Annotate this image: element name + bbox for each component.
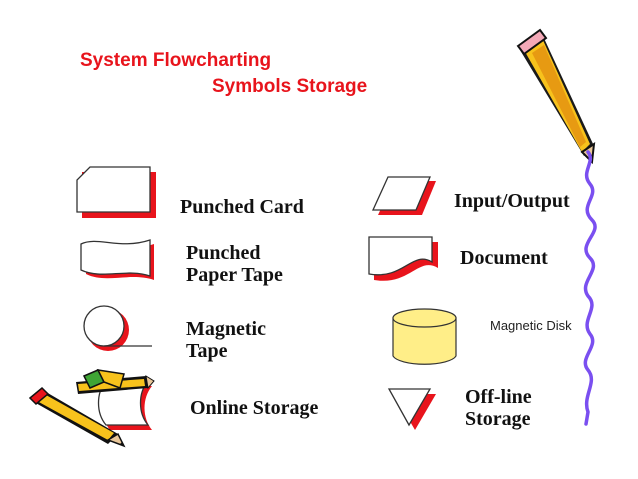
symbol-label-punched-card: Punched Card xyxy=(180,196,304,218)
symbol-label-magnetic-tape-line1: Magnetic xyxy=(186,318,266,340)
symbol-label-punched-tape-line1: Punched xyxy=(186,242,261,264)
symbol-label-document: Document xyxy=(460,247,548,269)
title-line-1: System Flowcharting xyxy=(80,50,272,71)
symbol-label-magnetic-tape-line2: Tape xyxy=(186,340,228,362)
input-output-symbol xyxy=(371,176,436,215)
symbol-label-punched-tape-line2: Paper Tape xyxy=(186,264,283,286)
document-symbol xyxy=(368,236,438,281)
pencil-cluster-icon xyxy=(28,369,155,448)
squiggle-line xyxy=(583,150,597,426)
symbol-label-magnetic-disk: Magnetic Disk xyxy=(490,318,572,333)
pencil-icon xyxy=(516,28,596,165)
magnetic-disk-symbol xyxy=(392,308,457,365)
offline-storage-symbol xyxy=(387,388,436,430)
online-storage-symbol xyxy=(97,380,152,430)
punched-card-symbol xyxy=(76,166,156,218)
punched-paper-tape-symbol xyxy=(80,239,154,280)
symbol-label-offline-line1: Off-line xyxy=(465,386,532,408)
symbol-label-input-output: Input/Output xyxy=(454,190,570,212)
title-line-2: Symbols Storage xyxy=(212,76,368,97)
symbol-label-offline-line2: Storage xyxy=(465,408,531,430)
symbol-label-online-storage: Online Storage xyxy=(190,397,319,419)
magnetic-tape-symbol xyxy=(83,305,152,351)
